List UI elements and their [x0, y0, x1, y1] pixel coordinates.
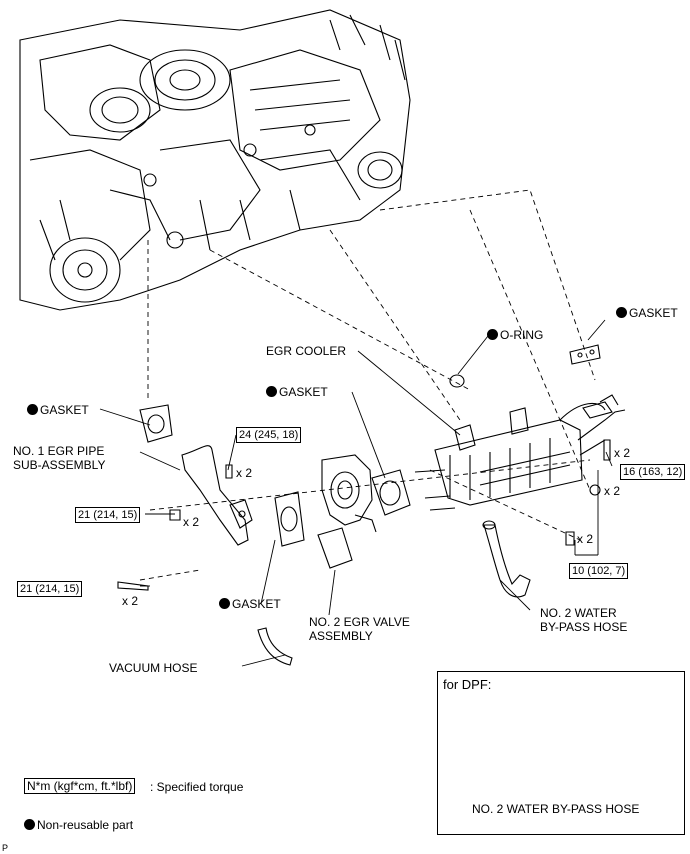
gasket-left-part	[139, 404, 173, 443]
gasket-center-part	[371, 469, 411, 516]
egr-pipe-part	[181, 445, 253, 546]
dpf-hose-label: NO. 2 WATER BY-PASS HOSE	[472, 802, 640, 816]
qty-label-5: x 2	[604, 484, 621, 498]
vacuum-hose-part	[257, 627, 293, 666]
egr-valve-part	[317, 454, 377, 569]
outlet-pipe-part	[559, 394, 619, 421]
water-bypass-hose-label: NO. 2 WATER BY-PASS HOSE	[540, 606, 628, 634]
gasket-topright-label: GASKET	[616, 306, 678, 320]
gasket-lower-part	[274, 491, 305, 547]
nonreusable-mark-icon	[266, 386, 277, 397]
qty-label-2: x 2	[183, 515, 200, 529]
egr-valve-label: NO. 2 EGR VALVE ASSEMBLY	[309, 615, 410, 643]
torque-21b-box: 21 (214, 15)	[17, 581, 83, 597]
o-ring-part	[449, 374, 465, 388]
torque-10-box: 10 (102, 7)	[569, 563, 629, 579]
legend-torque-text: : Specified torque	[150, 780, 244, 794]
gasket-left-label: GASKET	[27, 403, 89, 417]
qty-label-3: x 2	[122, 594, 139, 608]
torque-16-box: 16 (163, 12)	[620, 464, 686, 480]
qty-label-6: x 2	[577, 532, 594, 546]
bolts	[117, 439, 611, 591]
qty-label-1: x 2	[236, 466, 253, 480]
nonreusable-mark-icon	[616, 307, 627, 318]
alignment-lines	[139, 189, 596, 581]
qty-label-4: x 2	[614, 446, 631, 460]
leader-lines	[99, 319, 613, 667]
nonreusable-mark-icon	[24, 819, 35, 830]
nonreusable-mark-icon	[487, 329, 498, 340]
nonreusable-mark-icon	[219, 598, 230, 609]
footer-mark: P	[2, 843, 9, 853]
engine-illustration	[19, 9, 411, 311]
torque-24-box: 24 (245, 18)	[236, 427, 302, 443]
egr-cooler-part	[414, 407, 626, 511]
nonreusable-mark-icon	[27, 404, 38, 415]
vacuum-hose-label: VACUUM HOSE	[109, 661, 198, 675]
dpf-inset-panel: for DPF: NO. 2 WATER BY-PASS HOSE	[437, 671, 685, 835]
water-bypass-hose-part	[482, 520, 531, 598]
gasket-lower-label: GASKET	[219, 597, 281, 611]
dpf-title: for DPF:	[443, 677, 492, 692]
legend-nonreusable: Non-reusable part	[24, 818, 133, 832]
gasket-center-label: GASKET	[266, 385, 328, 399]
egr-pipe-label: NO. 1 EGR PIPE SUB-ASSEMBLY	[13, 444, 106, 472]
legend-torque-box: N*m (kgf*cm, ft.*lbf)	[24, 778, 136, 794]
egr-cooler-label: EGR COOLER	[266, 344, 347, 358]
o-ring-label: O-RING	[487, 328, 543, 342]
torque-21a-box: 21 (214, 15)	[75, 507, 141, 523]
gasket-topright-part	[569, 344, 601, 365]
